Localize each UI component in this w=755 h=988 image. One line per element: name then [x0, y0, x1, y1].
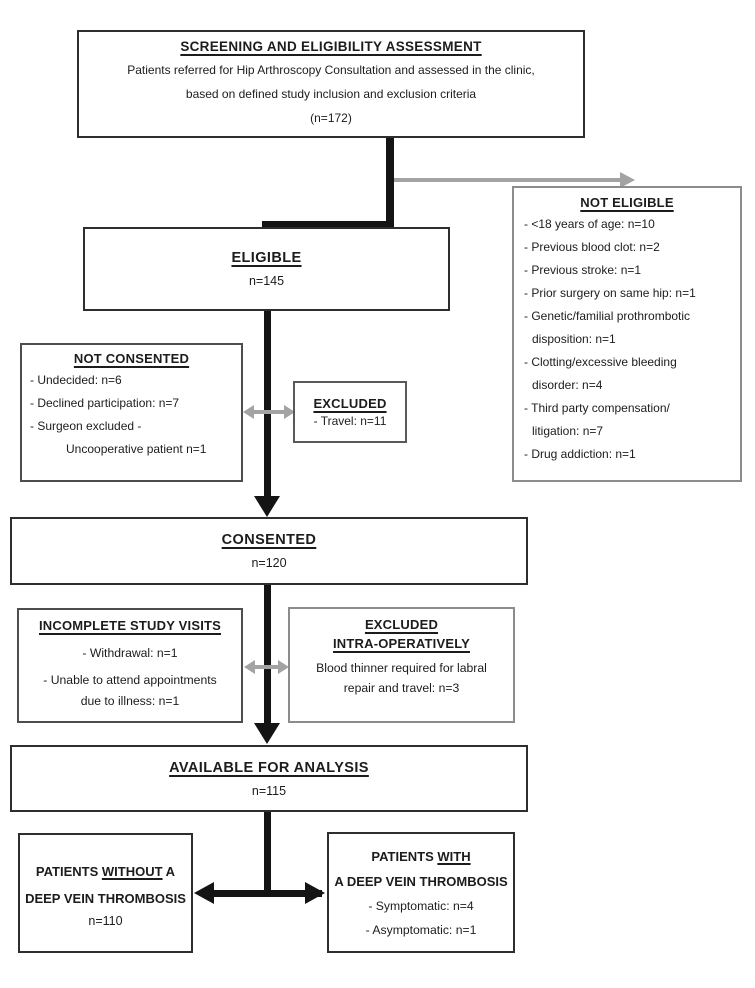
- excluded-travel-arrowhead: [284, 405, 295, 419]
- list-item: - Symptomatic: n=4: [368, 898, 474, 913]
- excluded-intraop-body-1: Blood thinner required for labral: [316, 661, 487, 675]
- list-item: - Previous blood clot: n=2: [524, 240, 660, 254]
- with-dvt-arrowhead: [305, 882, 325, 904]
- with-dvt-box: PATIENTS WITH A DEEP VEIN THROMBOSIS - S…: [327, 832, 515, 953]
- available-box: AVAILABLE FOR ANALYSIS n=115: [10, 745, 528, 812]
- not-eligible-title: NOT ELIGIBLE: [580, 195, 674, 210]
- screening-line2: based on defined study inclusion and exc…: [185, 87, 477, 101]
- without-dvt-box: PATIENTS WITHOUT A DEEP VEIN THROMBOSIS …: [18, 833, 193, 953]
- list-item: - Prior surgery on same hip: n=1: [524, 286, 696, 300]
- incomplete-arrowhead: [244, 660, 255, 674]
- with-dvt-line2: A DEEP VEIN THROMBOSIS: [334, 873, 508, 889]
- without-dvt-line1-pre: PATIENTS: [35, 864, 102, 879]
- connector-not-consented-excluded: [253, 410, 285, 414]
- list-item: litigation: n=7: [532, 424, 604, 438]
- excluded-intraop-body-2: repair and travel: n=3: [343, 681, 460, 695]
- connector-screening-down: [386, 136, 394, 229]
- without-dvt-line1-underlined: WITHOUT: [101, 864, 163, 879]
- connector-available-down: [264, 812, 271, 897]
- not-consented-box: NOT CONSENTED - Undecided: n=6 - Decline…: [20, 343, 243, 482]
- excluded-travel-title: EXCLUDED: [313, 396, 387, 411]
- not-eligible-box: NOT ELIGIBLE - <18 years of age: n=10 - …: [512, 186, 742, 482]
- eligible-box: ELIGIBLE n=145: [83, 227, 450, 311]
- list-item: - <18 years of age: n=10: [524, 217, 655, 231]
- list-item: - Genetic/familial prothrombotic: [524, 309, 691, 323]
- excluded-intraop-title-1: EXCLUDED: [364, 617, 439, 632]
- list-item: - Unable to attend appointments: [43, 673, 217, 687]
- available-n: n=115: [251, 783, 287, 798]
- eligible-n: n=145: [248, 274, 285, 288]
- list-item: - Drug addiction: n=1: [524, 447, 636, 461]
- list-item: - Undecided: n=6: [30, 373, 122, 387]
- consented-box: CONSENTED n=120: [10, 517, 528, 585]
- list-item: Uncooperative patient n=1: [66, 442, 207, 456]
- without-dvt-line1-post: A: [162, 864, 176, 879]
- list-item: - Asymptomatic: n=1: [365, 922, 477, 937]
- consented-n: n=120: [251, 556, 287, 570]
- available-title: AVAILABLE FOR ANALYSIS: [169, 759, 369, 776]
- list-item: - Clotting/excessive bleeding: [524, 355, 677, 369]
- without-dvt-line1: PATIENTS WITHOUT A: [36, 858, 175, 885]
- without-dvt-line2: DEEP VEIN THROMBOSIS: [25, 891, 186, 906]
- not-consented-arrowhead: [243, 405, 254, 419]
- connector-elbow-to-eligible: [262, 221, 394, 229]
- without-dvt-arrowhead: [194, 882, 214, 904]
- list-item: - Declined participation: n=7: [30, 396, 180, 410]
- connector-split-horizontal: [212, 890, 322, 897]
- without-dvt-n: n=110: [88, 914, 123, 928]
- excluded-intraop-title-2: INTRA-OPERATIVELY: [332, 636, 471, 651]
- excluded-travel-item: - Travel: n=11: [313, 414, 387, 428]
- screening-box: SCREENING AND ELIGIBILITY ASSESSMENT Pat…: [77, 30, 585, 138]
- consented-title: CONSENTED: [221, 532, 317, 548]
- list-item: - Previous stroke: n=1: [524, 263, 642, 277]
- screening-title: SCREENING AND ELIGIBILITY ASSESSMENT: [180, 39, 482, 54]
- connector-incomplete-excluded: [254, 665, 279, 669]
- incomplete-visits-title: INCOMPLETE STUDY VISITS: [38, 618, 222, 633]
- list-item: disposition: n=1: [532, 332, 616, 346]
- with-dvt-line1: PATIENTS WITH: [371, 844, 470, 869]
- list-item: due to illness: n=1: [80, 694, 180, 708]
- with-dvt-line1-underlined: WITH: [437, 848, 471, 864]
- screening-line1: Patients referred for Hip Arthroscopy Co…: [127, 63, 535, 77]
- excluded-travel-box: EXCLUDED - Travel: n=11: [293, 381, 407, 443]
- screening-n: (n=172): [310, 111, 352, 125]
- connector-to-not-eligible: [394, 178, 622, 182]
- incomplete-visits-box: INCOMPLETE STUDY VISITS - Withdrawal: n=…: [17, 608, 243, 723]
- connector-eligible-to-consented: [264, 311, 271, 497]
- not-consented-title: NOT CONSENTED: [73, 351, 190, 366]
- consented-arrowhead: [254, 496, 280, 517]
- connector-consented-to-available: [264, 585, 271, 724]
- available-arrowhead: [254, 723, 280, 744]
- list-item: - Third party compensation/: [524, 401, 670, 415]
- not-eligible-list: - <18 years of age: n=10 - Previous bloo…: [524, 213, 730, 466]
- list-item: - Withdrawal: n=1: [82, 646, 178, 660]
- not-eligible-arrowhead: [620, 172, 635, 188]
- with-dvt-line1-pre: PATIENTS: [371, 848, 438, 864]
- list-item: disorder: n=4: [532, 378, 603, 392]
- list-item: - Surgeon excluded -: [30, 419, 142, 433]
- excluded-intraop-arrowhead: [278, 660, 289, 674]
- excluded-intraop-box: EXCLUDED INTRA-OPERATIVELY Blood thinner…: [288, 607, 515, 723]
- not-consented-list: - Undecided: n=6 - Declined participatio…: [30, 369, 233, 461]
- eligible-title: ELIGIBLE: [231, 250, 302, 266]
